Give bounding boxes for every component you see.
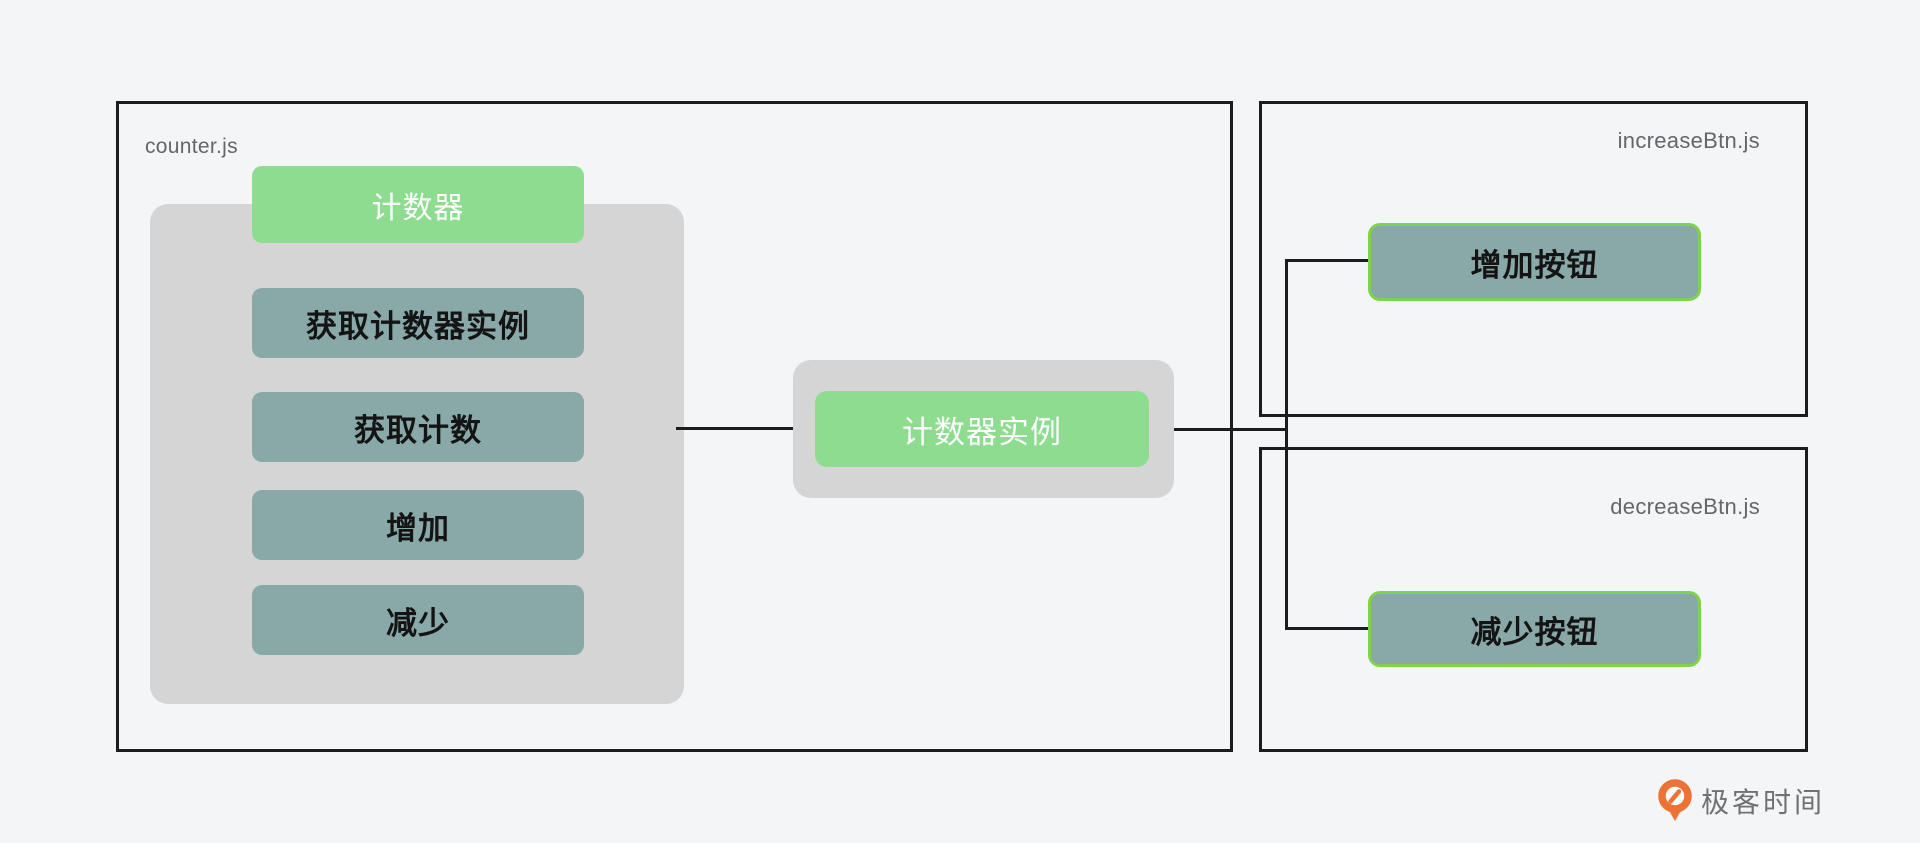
- brand-name: 极客时间: [1701, 786, 1826, 818]
- method-decrease: 减少: [252, 585, 584, 655]
- connector-to-increase-button: [1286, 259, 1368, 262]
- method-get-count: 获取计数: [252, 392, 584, 462]
- connector-to-decrease-button: [1286, 627, 1368, 630]
- brand-logo: 极客时间: [1658, 778, 1825, 823]
- geektime-logo-icon: [1658, 778, 1692, 823]
- decrease-button-node: 减少按钮: [1368, 591, 1701, 667]
- counter-file-label: counter.js: [145, 135, 238, 158]
- method-increase: 增加: [252, 490, 584, 560]
- instance-container: 计数器实例: [793, 360, 1174, 498]
- decrease-module-box: decreaseBtn.js 减少按钮: [1259, 447, 1808, 752]
- connector-branch-vertical: [1285, 259, 1288, 630]
- counter-instance-node: 计数器实例: [815, 391, 1149, 467]
- connector-instance-to-branch: [1174, 428, 1286, 431]
- counter-module-box: counter.js 计数器 获取计数器实例 获取计数 增加 减少: [116, 101, 1233, 752]
- counter-class-title: 计数器: [252, 166, 584, 243]
- decrease-file-label: decreaseBtn.js: [1610, 494, 1760, 519]
- connector-class-to-instance: [676, 427, 793, 430]
- increase-file-label: increaseBtn.js: [1617, 128, 1760, 153]
- method-get-counter-instance: 获取计数器实例: [252, 288, 584, 358]
- increase-module-box: increaseBtn.js 增加按钮: [1259, 101, 1808, 417]
- increase-button-node: 增加按钮: [1368, 223, 1701, 301]
